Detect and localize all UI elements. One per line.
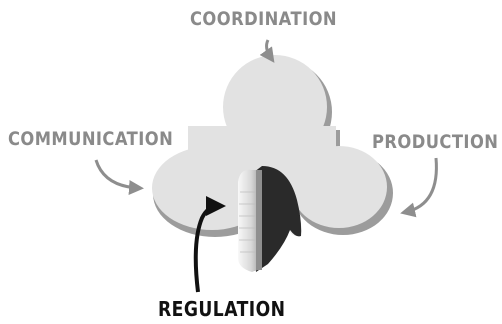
communication-label: COMMUNICATION [8, 128, 174, 150]
arrow-communication [94, 159, 144, 195]
arrow-production [400, 157, 438, 218]
regulation-wheel [238, 169, 262, 272]
arrow-regulation [193, 196, 226, 293]
arrow-coordination [259, 39, 275, 63]
production-label: PRODUCTION [372, 131, 499, 153]
coordination-label: COORDINATION [190, 8, 338, 30]
regulation-label: REGULATION [158, 297, 286, 321]
dark-wedge [250, 166, 302, 272]
